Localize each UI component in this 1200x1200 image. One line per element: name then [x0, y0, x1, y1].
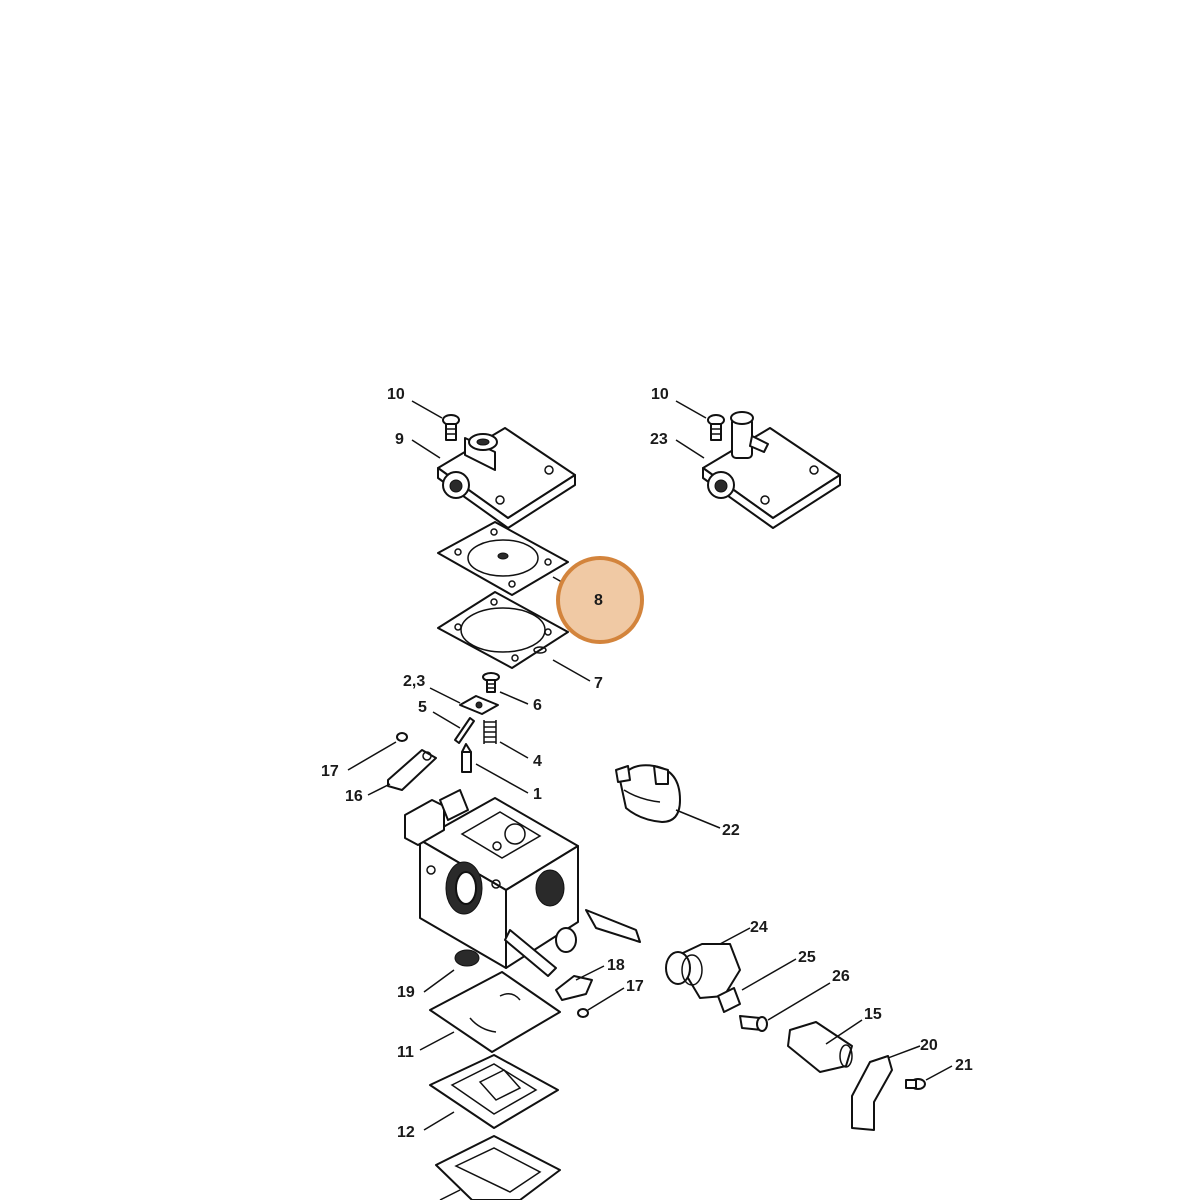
callout-24: 24 [750, 919, 768, 936]
callout-8: 8 [594, 592, 603, 609]
callout-18: 18 [607, 957, 625, 974]
part-12-metering-diaphragm[interactable] [429, 1054, 559, 1129]
callout-10-left: 10 [387, 386, 405, 403]
part-17-clip-upper[interactable] [396, 732, 408, 742]
part-10-screw-left[interactable] [442, 414, 460, 441]
callout-17-upper: 17 [321, 763, 339, 780]
part-20-bracket[interactable] [851, 1055, 893, 1131]
callout-11: 11 [397, 1044, 414, 1061]
callout-4: 4 [533, 753, 542, 770]
part-6-screw[interactable] [482, 672, 500, 693]
part-9-pump-cover[interactable] [437, 427, 576, 529]
callout-26: 26 [832, 968, 850, 985]
part-15-grip[interactable] [787, 1021, 853, 1073]
callout-23: 23 [650, 431, 668, 448]
callout-25: 25 [798, 949, 816, 966]
callout-2-3: 2,3 [403, 673, 425, 690]
part-16-lever[interactable] [387, 749, 437, 791]
callout-22: 22 [722, 822, 740, 839]
part-10-screw-right[interactable] [707, 414, 725, 441]
callout-1: 1 [533, 786, 542, 803]
part-1-needle-valve[interactable] [461, 743, 472, 773]
part-23-pump-cover[interactable] [702, 411, 841, 529]
callout-17-lower: 17 [626, 978, 644, 995]
part-8-pump-diaphragm[interactable] [437, 521, 569, 596]
part-24-elbow[interactable] [665, 943, 741, 999]
part-19-strainer[interactable] [454, 949, 480, 967]
part-21-screw[interactable] [905, 1078, 926, 1090]
leader-lines [347, 400, 953, 1200]
callout-6: 6 [533, 697, 542, 714]
callout-20: 20 [920, 1037, 938, 1054]
part-18-lever[interactable] [555, 975, 593, 1001]
part-26-screw[interactable] [739, 1015, 768, 1032]
callout-15: 15 [864, 1006, 882, 1023]
part-7-gasket[interactable] [437, 591, 569, 669]
part-25-valve[interactable] [717, 987, 741, 1013]
callout-12: 12 [397, 1124, 415, 1141]
callout-7: 7 [594, 675, 603, 692]
part-2-3-metering-lever[interactable] [459, 695, 499, 715]
carburetor-body[interactable] [404, 789, 641, 977]
callout-16: 16 [345, 788, 363, 805]
callout-5: 5 [418, 699, 427, 716]
highlight-circle [556, 556, 644, 644]
part-bottom-cover[interactable] [435, 1135, 561, 1200]
callout-9: 9 [395, 431, 404, 448]
callout-10-right: 10 [651, 386, 669, 403]
part-22-cap[interactable] [615, 764, 681, 823]
part-5-pin[interactable] [454, 717, 475, 744]
part-4-spring[interactable] [483, 720, 497, 744]
part-17-clip-lower[interactable] [577, 1008, 589, 1018]
part-11-gasket[interactable] [429, 971, 561, 1053]
callout-19: 19 [397, 984, 415, 1001]
callout-21: 21 [955, 1057, 973, 1074]
